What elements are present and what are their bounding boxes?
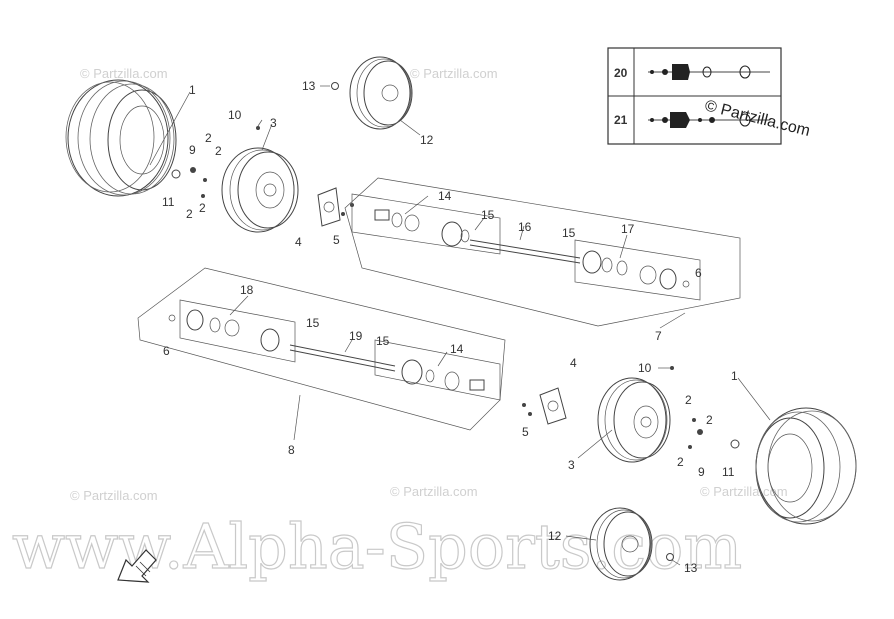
callout-12: 12 — [548, 529, 562, 543]
hardware-upper — [171, 126, 354, 216]
hub-upper — [317, 187, 341, 227]
callout-4: 4 — [570, 356, 577, 370]
callout-labels: 1 1 2 2 2 2 2 2 2 3 3 4 4 5 5 6 6 7 8 9 … — [162, 79, 738, 575]
inset-row-number: 21 — [614, 113, 628, 127]
callout-3: 3 — [270, 116, 277, 130]
hub-lower — [539, 387, 567, 425]
callout-17: 17 — [621, 222, 635, 236]
callout-2: 2 — [215, 144, 222, 158]
callout-2: 2 — [186, 207, 193, 221]
inset-row-number: 20 — [614, 66, 628, 80]
callout-6: 6 — [163, 344, 170, 358]
direction-arrow-icon — [117, 549, 157, 583]
callout-5: 5 — [522, 425, 529, 439]
wheel-rim-upper — [221, 147, 299, 233]
callout-11: 11 — [722, 465, 735, 479]
tire-upper — [65, 79, 177, 197]
axle-assembly-upper — [344, 177, 741, 327]
inset-part-row-20 — [648, 64, 770, 80]
callout-14: 14 — [450, 342, 464, 356]
callout-12: 12 — [420, 133, 434, 147]
leader-lines — [149, 85, 771, 566]
hardware-lower — [522, 366, 740, 449]
callout-5: 5 — [333, 233, 340, 247]
wheel-rim-lower — [597, 377, 671, 463]
callout-19: 19 — [349, 329, 363, 343]
callout-2: 2 — [685, 393, 692, 407]
callout-7: 7 — [655, 329, 662, 343]
callout-10: 10 — [638, 361, 652, 375]
callout-2: 2 — [205, 131, 212, 145]
inset-part-row-21 — [648, 112, 770, 128]
callout-1: 1 — [731, 369, 738, 383]
callout-15: 15 — [306, 316, 320, 330]
watermark-small: © Partzilla.com — [70, 488, 158, 503]
tire-lower — [755, 407, 857, 525]
callout-15: 15 — [376, 334, 390, 348]
callout-11: 11 — [162, 195, 175, 209]
axle-assembly-lower — [137, 267, 506, 431]
callout-13: 13 — [302, 79, 316, 93]
callout-2: 2 — [677, 455, 684, 469]
callout-4: 4 — [295, 235, 302, 249]
callout-10: 10 — [228, 108, 242, 122]
watermark-small: © Partzilla.com — [410, 66, 498, 81]
callout-6: 6 — [695, 266, 702, 280]
callout-1: 1 — [189, 83, 196, 97]
callout-16: 16 — [518, 220, 532, 234]
callout-9: 9 — [698, 465, 705, 479]
callout-15: 15 — [562, 226, 576, 240]
callout-9: 9 — [189, 143, 196, 157]
callout-18: 18 — [240, 283, 254, 297]
watermark-small: © Partzilla.com — [390, 484, 478, 499]
wheel-rim-bottom — [589, 507, 674, 581]
callout-2: 2 — [706, 413, 713, 427]
watermark-small: © Partzilla.com — [80, 66, 168, 81]
watermark-small: © Partzilla.com — [700, 484, 788, 499]
callout-2: 2 — [199, 201, 206, 215]
callout-13: 13 — [684, 561, 698, 575]
callout-8: 8 — [288, 443, 295, 457]
callout-14: 14 — [438, 189, 452, 203]
inset-box: 20 21 © Partzilla.com — [607, 47, 812, 145]
wheel-rim-top — [331, 56, 413, 130]
callout-3: 3 — [568, 458, 575, 472]
callout-15: 15 — [481, 208, 495, 222]
